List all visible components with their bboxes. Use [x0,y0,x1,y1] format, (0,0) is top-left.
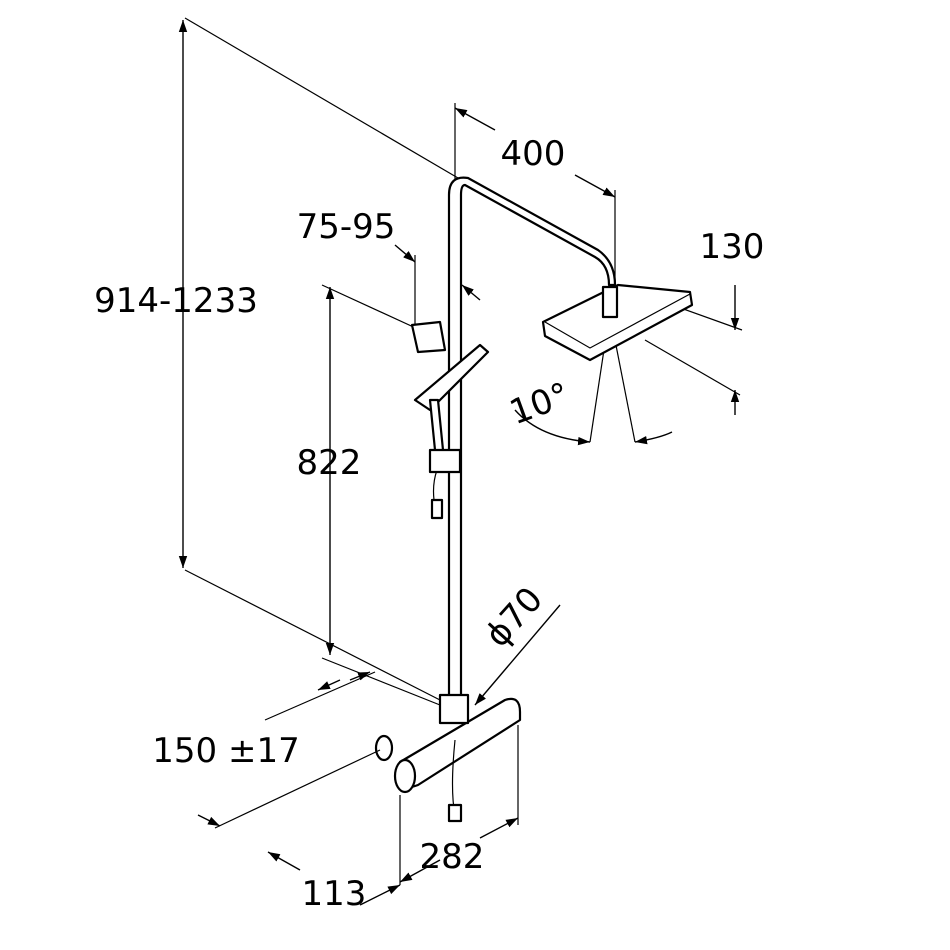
head-drop-dimension: 130 [624,227,765,415]
head-projection-dimension: 400 [454,103,616,290]
head-drop-label: 130 [700,227,765,267]
mixer-width-label: 282 [420,837,485,877]
inlet-centres-dimension: 150 ±17 [152,671,381,829]
holder-range-label: 75-95 [297,207,396,247]
holder-range-dimension: 75-95 [297,207,481,325]
rosette-diameter-dimension: ϕ70 [474,580,561,706]
thermostatic-mixer [374,693,522,823]
head-projection-label: 400 [501,134,566,174]
slider-height-label: 822 [297,443,362,483]
tilt-angle-label: 10° [505,375,575,433]
overhead-shower [447,176,694,702]
mixer-width-dimension: 282 [399,725,519,885]
rosette-diameter-label: ϕ70 [477,580,551,656]
total-height-label: 914-1233 [94,281,258,321]
inlet-centres-label: 150 ±17 [152,731,299,771]
hand-shower [410,320,490,520]
wall-projection-label: 113 [302,874,367,914]
wall-projection-dimension: 113 [267,851,401,914]
total-height-dimension: 914-1233 [94,17,459,701]
slider-height-dimension: 822 [297,284,441,706]
